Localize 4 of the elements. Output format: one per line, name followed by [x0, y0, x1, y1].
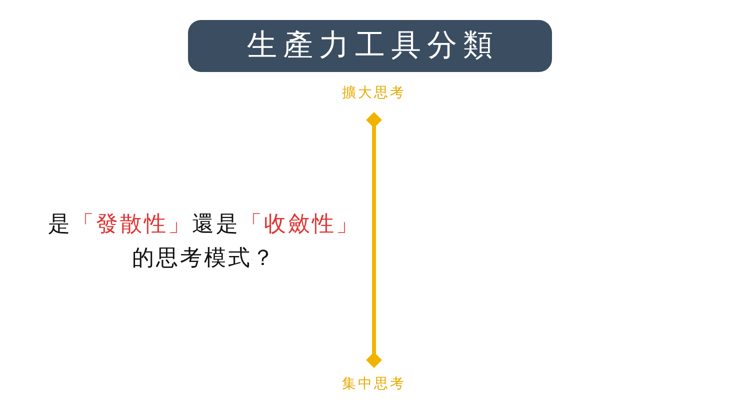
title-banner: 生產力工具分類: [188, 20, 552, 72]
axis-end-label: 擴大思考: [342, 84, 406, 102]
question-text: 是「發散性」還是「收斂性」的思考模式？: [47, 211, 361, 273]
axis-end-label: 集中思考: [342, 375, 406, 393]
